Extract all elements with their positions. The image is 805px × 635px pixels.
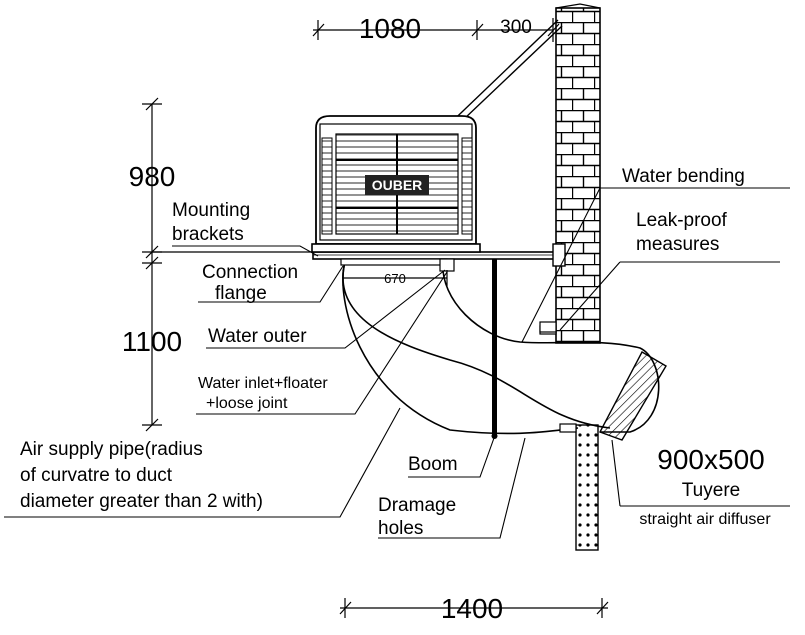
label-boom: Boom <box>408 454 458 475</box>
mounting-bracket <box>312 243 566 333</box>
dimension-lines <box>142 18 609 618</box>
label-leak-proof-1: Leak-proof <box>636 210 728 231</box>
brand-plate <box>365 175 429 195</box>
perforated-wall <box>575 424 599 551</box>
label-water-inlet-2: +loose joint <box>206 395 288 412</box>
air-cooler-unit: OUBER <box>311 115 481 253</box>
dim-height-bracket: 1100 <box>122 326 182 357</box>
label-connection-flange-2: flange <box>215 283 267 304</box>
dim-width-top: 1080 <box>359 13 421 44</box>
tuyere-diffuser <box>599 351 667 441</box>
label-drainage-2: holes <box>378 518 423 539</box>
label-leak-proof-2: measures <box>636 234 719 255</box>
label-drainage-1: Dramage <box>378 495 456 516</box>
label-tuyere: Tuyere <box>682 480 740 501</box>
dim-offset-top: 300 <box>500 17 532 38</box>
label-water-inlet-1: Water inlet+floater <box>198 375 328 392</box>
dim-width-bottom: 1400 <box>441 593 503 624</box>
dim-height-unit: 980 <box>129 161 176 192</box>
label-water-outer: Water outer <box>208 326 307 347</box>
connection-flange <box>340 258 455 272</box>
brand-logo: OUBER <box>372 177 423 193</box>
label-air-supply-2: of curvatre to duct <box>20 465 173 486</box>
label-mounting-brackets-2: brackets <box>172 224 244 245</box>
boom-rod <box>491 259 498 439</box>
label-water-bending: Water bending <box>622 166 745 187</box>
leader-lines <box>4 187 790 539</box>
dim-flange-width: 670 <box>384 271 406 286</box>
label-air-supply-3: diameter greater than 2 with) <box>20 491 263 512</box>
label-air-supply-1: Air supply pipe(radius <box>20 439 203 460</box>
label-connection-flange-1: Connection <box>202 262 298 283</box>
brick-wall <box>555 3 601 344</box>
air-supply-duct <box>342 261 660 435</box>
label-diffuser: straight air diffuser <box>639 511 771 528</box>
label-mounting-brackets-1: Mounting <box>172 200 250 221</box>
label-tuyere-size: 900x500 <box>657 444 764 475</box>
